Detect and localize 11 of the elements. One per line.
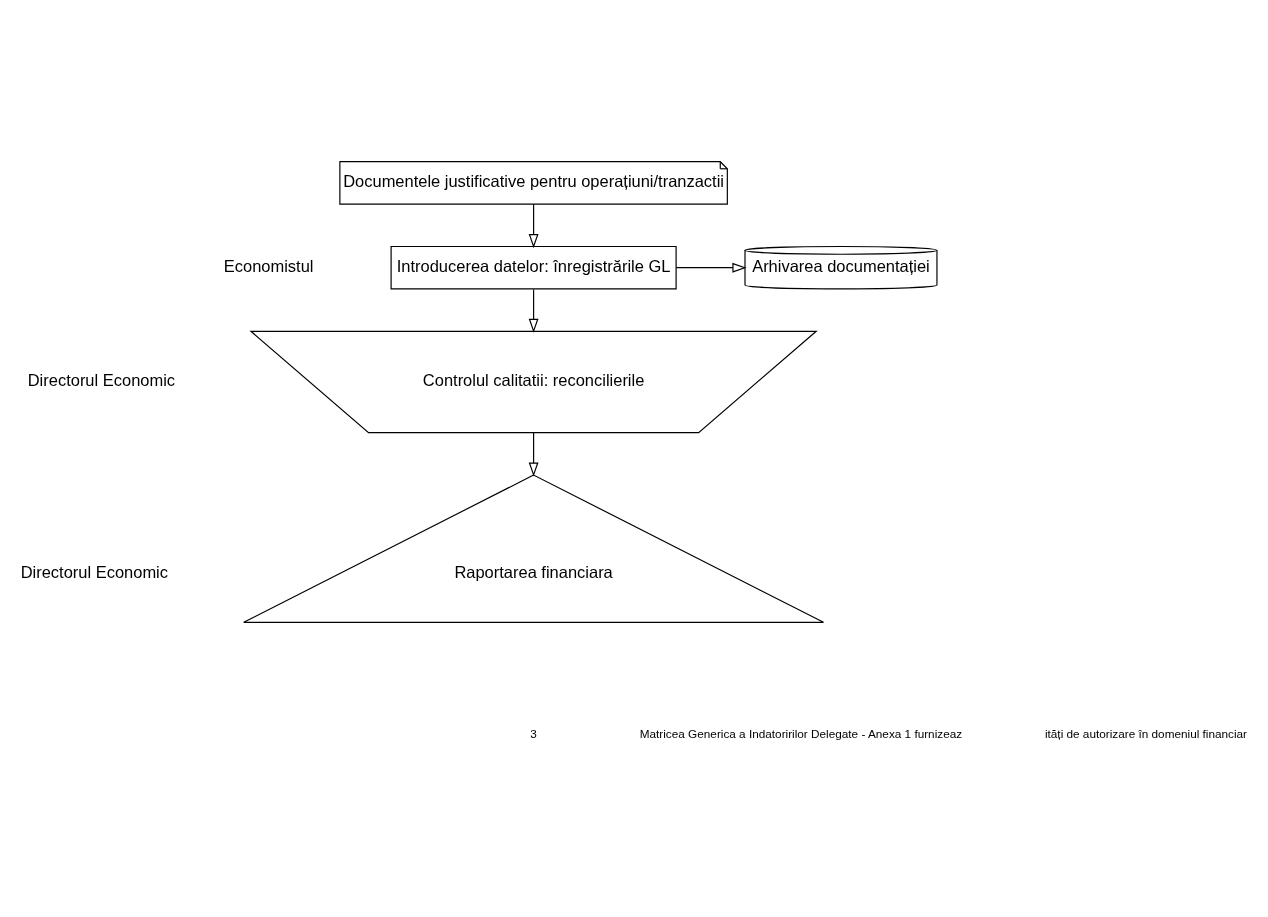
arrow bbox=[528, 288, 539, 333]
label: ități de autorizare în domeniul financiar bbox=[1044, 726, 1248, 740]
arrow bbox=[528, 431, 539, 477]
label: Directorul Economic bbox=[27, 370, 176, 389]
arrow bbox=[528, 203, 539, 248]
label: Matricea Generica a Indatoririlor Delegate - Anexa 1 furnizeaz bbox=[639, 726, 963, 740]
label: 3 bbox=[530, 726, 537, 740]
node-box: Introducerea datelor: înregistrările GL bbox=[390, 245, 677, 289]
label: Economistul bbox=[223, 256, 314, 275]
arrow bbox=[675, 262, 747, 273]
label: Directorul Economic bbox=[20, 562, 169, 581]
